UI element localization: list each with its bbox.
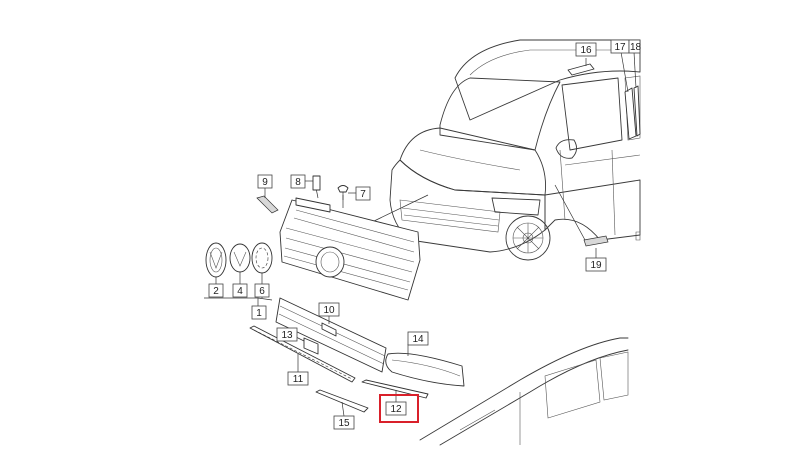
callout-label: 16 <box>580 45 592 56</box>
callout-label: 11 <box>293 374 304 385</box>
callout-10[interactable]: 10 <box>318 302 340 317</box>
callout-9[interactable]: 9 <box>257 174 273 189</box>
callout-13[interactable]: 13 <box>276 327 298 342</box>
callout-label: 14 <box>412 334 424 345</box>
clip-part-7 <box>337 185 356 200</box>
callout-label: 10 <box>323 305 335 316</box>
highlight-box <box>379 394 419 423</box>
callout-label: 8 <box>295 177 301 188</box>
right-margin <box>641 0 800 450</box>
callout-label: 7 <box>360 189 366 200</box>
callout-label: 18 <box>630 42 642 53</box>
van-side-outline <box>419 337 629 446</box>
callout-16[interactable]: 16 <box>575 42 597 57</box>
callout-label: 12 <box>390 404 402 415</box>
callout-7[interactable]: 7 <box>355 186 371 201</box>
van-illustration <box>371 39 641 261</box>
callout-label: 9 <box>262 177 268 188</box>
callout-19[interactable]: 19 <box>585 257 607 272</box>
strip-part-11 <box>249 325 356 383</box>
callout-11[interactable]: 11 <box>287 371 309 386</box>
main-grille <box>279 187 421 301</box>
strip-part-15 <box>315 389 369 417</box>
callout-2[interactable]: 2 <box>208 283 224 298</box>
lower-grille-part-10 <box>275 297 387 373</box>
callout-label: 2 <box>213 286 219 297</box>
trim-part-9 <box>256 188 279 214</box>
callout-label: 15 <box>338 418 350 429</box>
callout-label: 19 <box>590 260 602 271</box>
emblem-part-4 <box>229 243 251 273</box>
side-piece-part-14 <box>385 344 465 387</box>
callout-15[interactable]: 15 <box>333 415 355 430</box>
callout-17[interactable]: 17 <box>610 39 630 54</box>
callout-label: 17 <box>614 42 626 53</box>
callout-14[interactable]: 14 <box>407 331 429 346</box>
callout-8[interactable]: 8 <box>290 174 306 189</box>
callout-6[interactable]: 6 <box>254 283 270 298</box>
callout-4[interactable]: 4 <box>232 283 248 298</box>
callout-label: 6 <box>259 286 265 297</box>
emblem-part-6 <box>251 242 273 274</box>
callout-label: 1 <box>256 308 262 319</box>
clip-part-8 <box>305 175 321 191</box>
emblem-part-2 <box>205 242 227 278</box>
callout-12[interactable]: 12 <box>379 394 419 423</box>
callout-1[interactable]: 1 <box>251 305 267 320</box>
callout-label: 4 <box>237 286 243 297</box>
callout-label: 13 <box>281 330 293 341</box>
callout-18[interactable]: 18 <box>628 39 642 54</box>
